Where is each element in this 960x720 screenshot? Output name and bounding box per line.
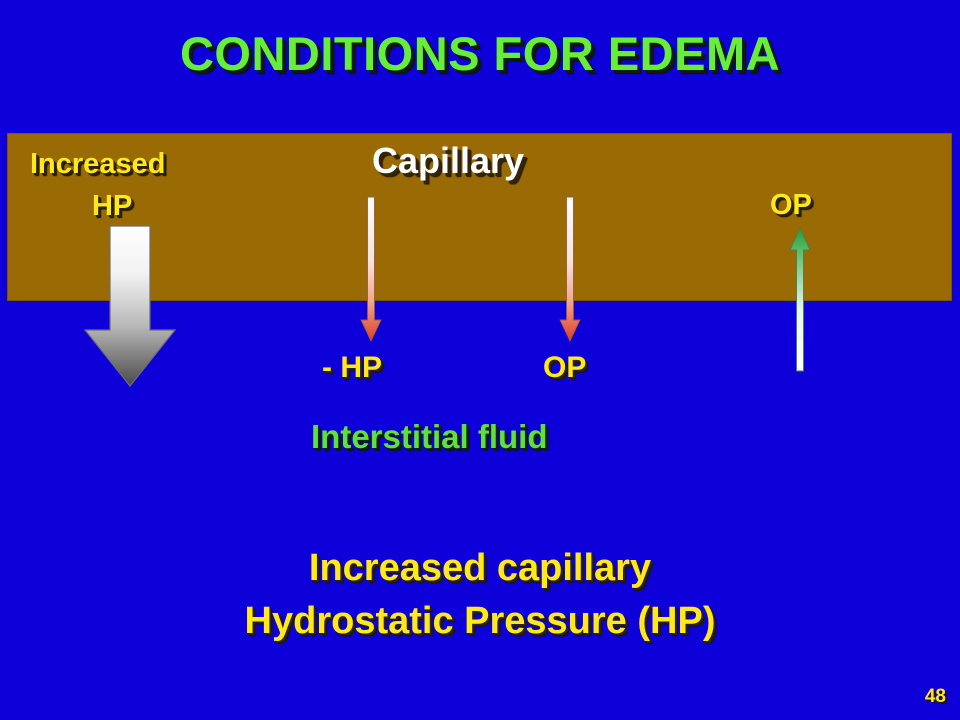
label-capillary: Capillary [372, 140, 525, 181]
caption-line-2: Hydrostatic Pressure (HP) [244, 600, 716, 642]
label-minus-hp: - HP [322, 351, 382, 384]
page-title: CONDITIONS FOR EDEMA [179, 27, 781, 80]
page-number: 48 [924, 686, 946, 707]
label-op-top: OP [770, 189, 812, 221]
caption-line-1: Increased capillary [308, 547, 652, 589]
label-interstitial-fluid: Interstitial fluid [311, 418, 548, 455]
label-increased-hp: HP [92, 190, 133, 222]
label-increased: Increased [30, 148, 166, 180]
label-op-bottom: OP [543, 351, 587, 384]
